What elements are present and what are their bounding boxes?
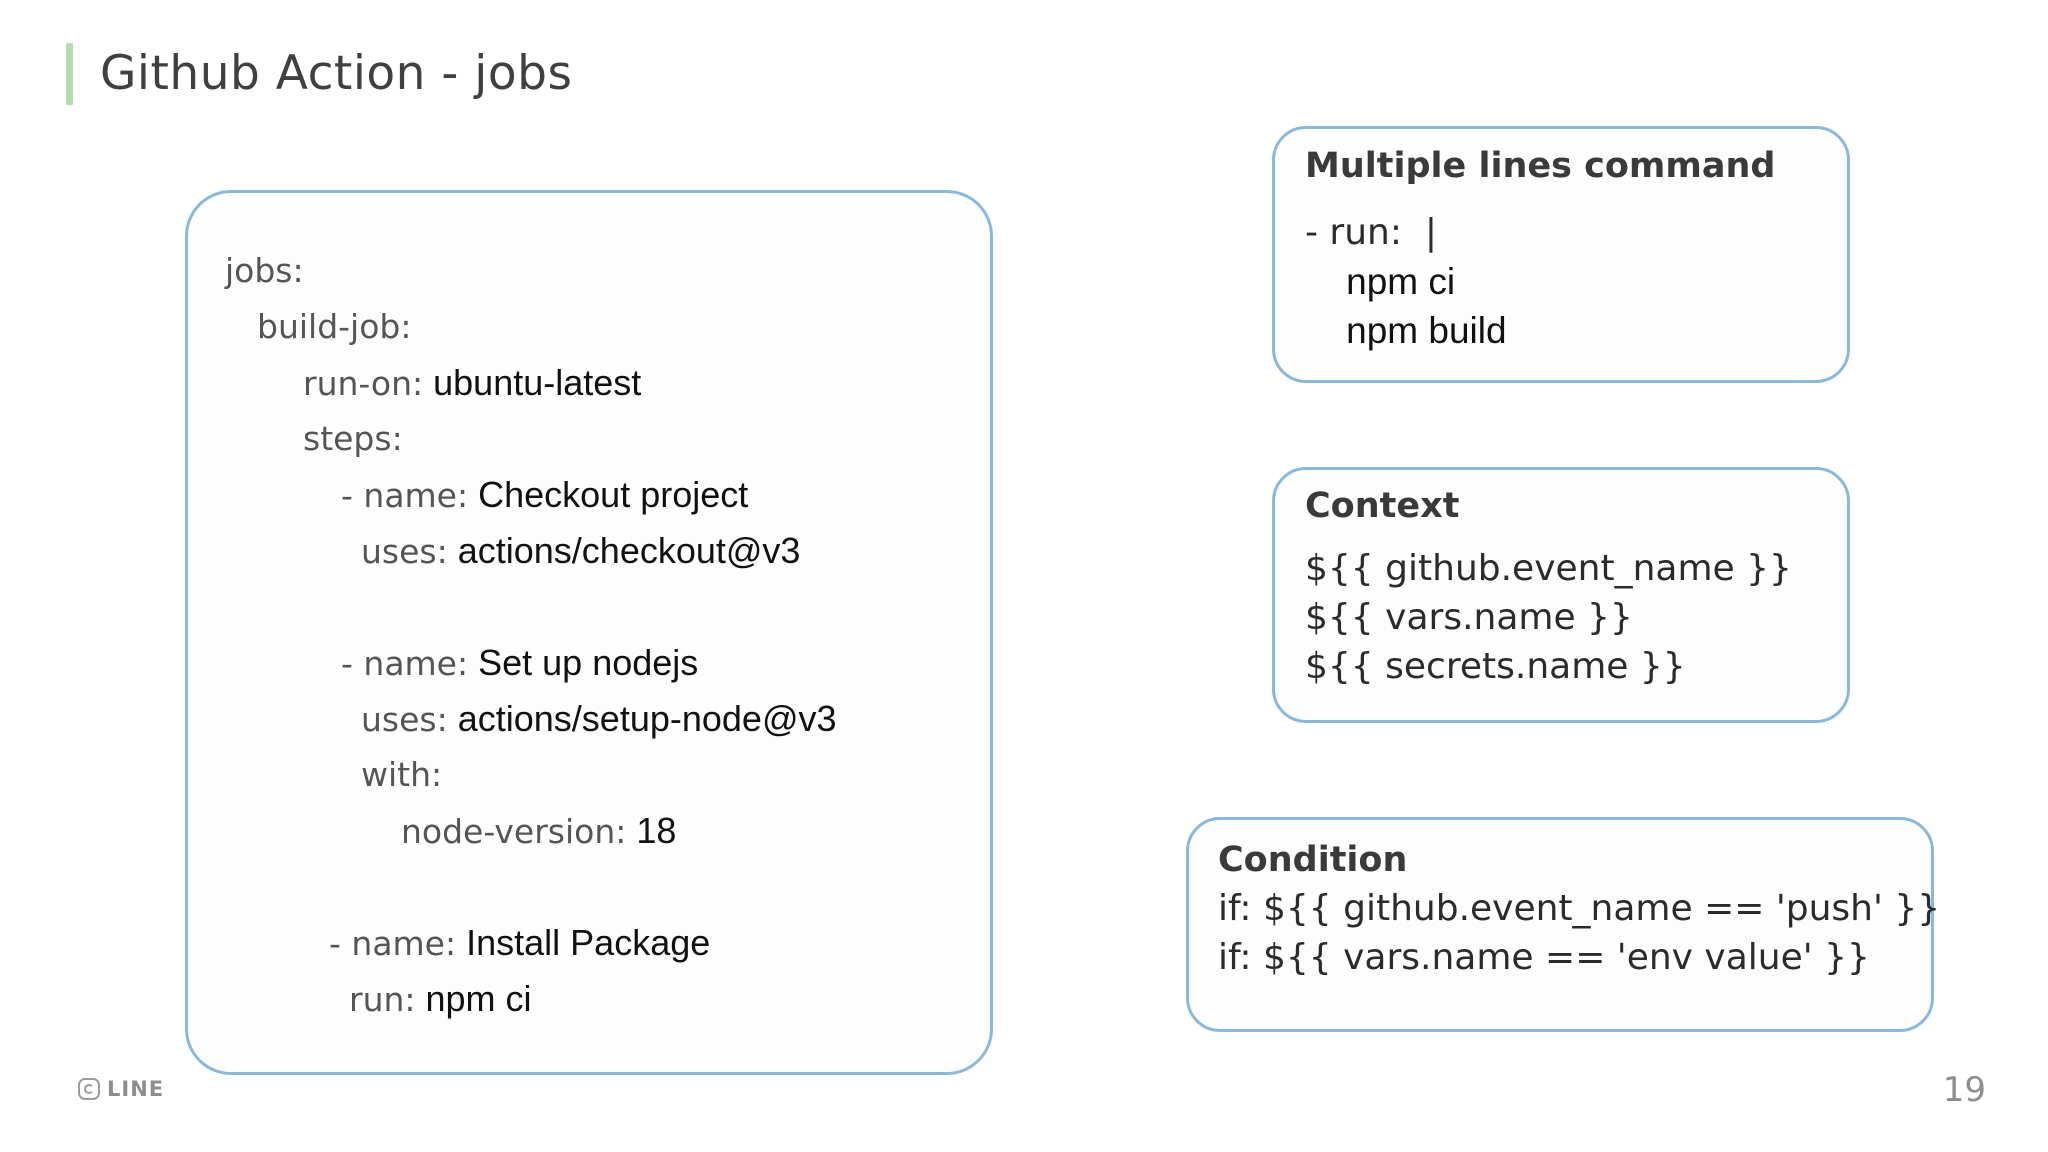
yaml-key: run-on: — [303, 364, 424, 403]
condition-line: if: ${{ github.event_name == 'push' }} — [1218, 888, 1941, 929]
yaml-line: uses: actions/checkout@v3 — [225, 523, 985, 579]
multiline-command-lines: - run: | npm ci npm build — [1305, 208, 1825, 355]
context-line: ${{ vars.name }} — [1305, 597, 1633, 638]
yaml-value: actions/checkout@v3 — [447, 530, 801, 571]
condition-line: if: ${{ vars.name == 'env value' }} — [1218, 937, 1870, 978]
yaml-line: node-version: 18 — [225, 803, 985, 859]
condition-lines: if: ${{ github.event_name == 'push' }} if… — [1218, 884, 1941, 982]
context-line: ${{ github.event_name }} — [1305, 548, 1792, 589]
yaml-code-card — [185, 190, 993, 1075]
yaml-line: uses: actions/setup-node@v3 — [225, 691, 985, 747]
yaml-key: steps: — [303, 419, 403, 458]
condition-heading: Condition — [1218, 840, 1408, 880]
page-title: Github Action - jobs — [100, 46, 573, 101]
yaml-code-block: jobs: build-job: run-on: ubuntu-latest step… — [225, 243, 985, 1027]
yaml-line — [225, 579, 985, 635]
yaml-value: 18 — [626, 810, 677, 851]
yaml-line: jobs: — [225, 243, 985, 299]
yaml-line: steps: — [225, 411, 985, 467]
condition-card — [1186, 817, 1934, 1032]
yaml-line: - name: Checkout project — [225, 467, 985, 523]
multiline-command-line: npm build — [1305, 310, 1507, 351]
yaml-key: uses: — [361, 700, 448, 739]
multiline-command-line: npm ci — [1305, 261, 1456, 302]
yaml-line: - name: Install Package — [225, 915, 985, 971]
context-heading: Context — [1305, 486, 1460, 526]
yaml-value: Set up nodejs — [468, 642, 699, 683]
yaml-key: build-job: — [257, 307, 412, 346]
page-number: 19 — [1942, 1070, 1986, 1110]
yaml-key: jobs: — [225, 251, 304, 290]
yaml-key: uses: — [361, 532, 448, 571]
yaml-key: - name: — [341, 476, 469, 515]
yaml-line: build-job: — [225, 299, 985, 355]
title-accent-bar — [66, 43, 73, 105]
multiline-command-content: Multiple lines command - run: | npm ci n… — [1305, 146, 1825, 355]
line-logo-text: LINE — [107, 1077, 165, 1101]
yaml-key: with: — [361, 755, 443, 794]
yaml-line — [225, 859, 985, 915]
yaml-value: npm ci — [415, 978, 532, 1019]
yaml-line: - name: Set up nodejs — [225, 635, 985, 691]
yaml-value: Install Package — [456, 922, 711, 963]
context-card — [1272, 467, 1850, 723]
yaml-key: - name: — [341, 644, 469, 683]
line-logo: LINE — [78, 1077, 164, 1101]
yaml-line: run: npm ci — [225, 971, 985, 1027]
yaml-value: Checkout project — [468, 474, 749, 515]
yaml-value: ubuntu-latest — [423, 362, 642, 403]
yaml-value: actions/setup-node@v3 — [447, 698, 837, 739]
yaml-line: with: — [225, 747, 985, 803]
yaml-key: - name: — [329, 924, 457, 963]
context-lines: ${{ github.event_name }} ${{ vars.name }}… — [1305, 544, 1825, 691]
context-content: Context ${{ github.event_name }} ${{ vars… — [1305, 486, 1825, 691]
context-line: ${{ secrets.name }} — [1305, 646, 1686, 687]
condition-content: Condition if: ${{ github.event_name == '… — [1218, 840, 1941, 982]
yaml-key: node-version: — [401, 812, 627, 851]
multiline-command-card — [1272, 126, 1850, 383]
multiline-command-line: - run: | — [1305, 212, 1438, 253]
yaml-line: run-on: ubuntu-latest — [225, 355, 985, 411]
multiline-command-heading: Multiple lines command — [1305, 146, 1776, 186]
yaml-key: run: — [349, 980, 416, 1019]
line-logo-icon — [78, 1078, 100, 1100]
